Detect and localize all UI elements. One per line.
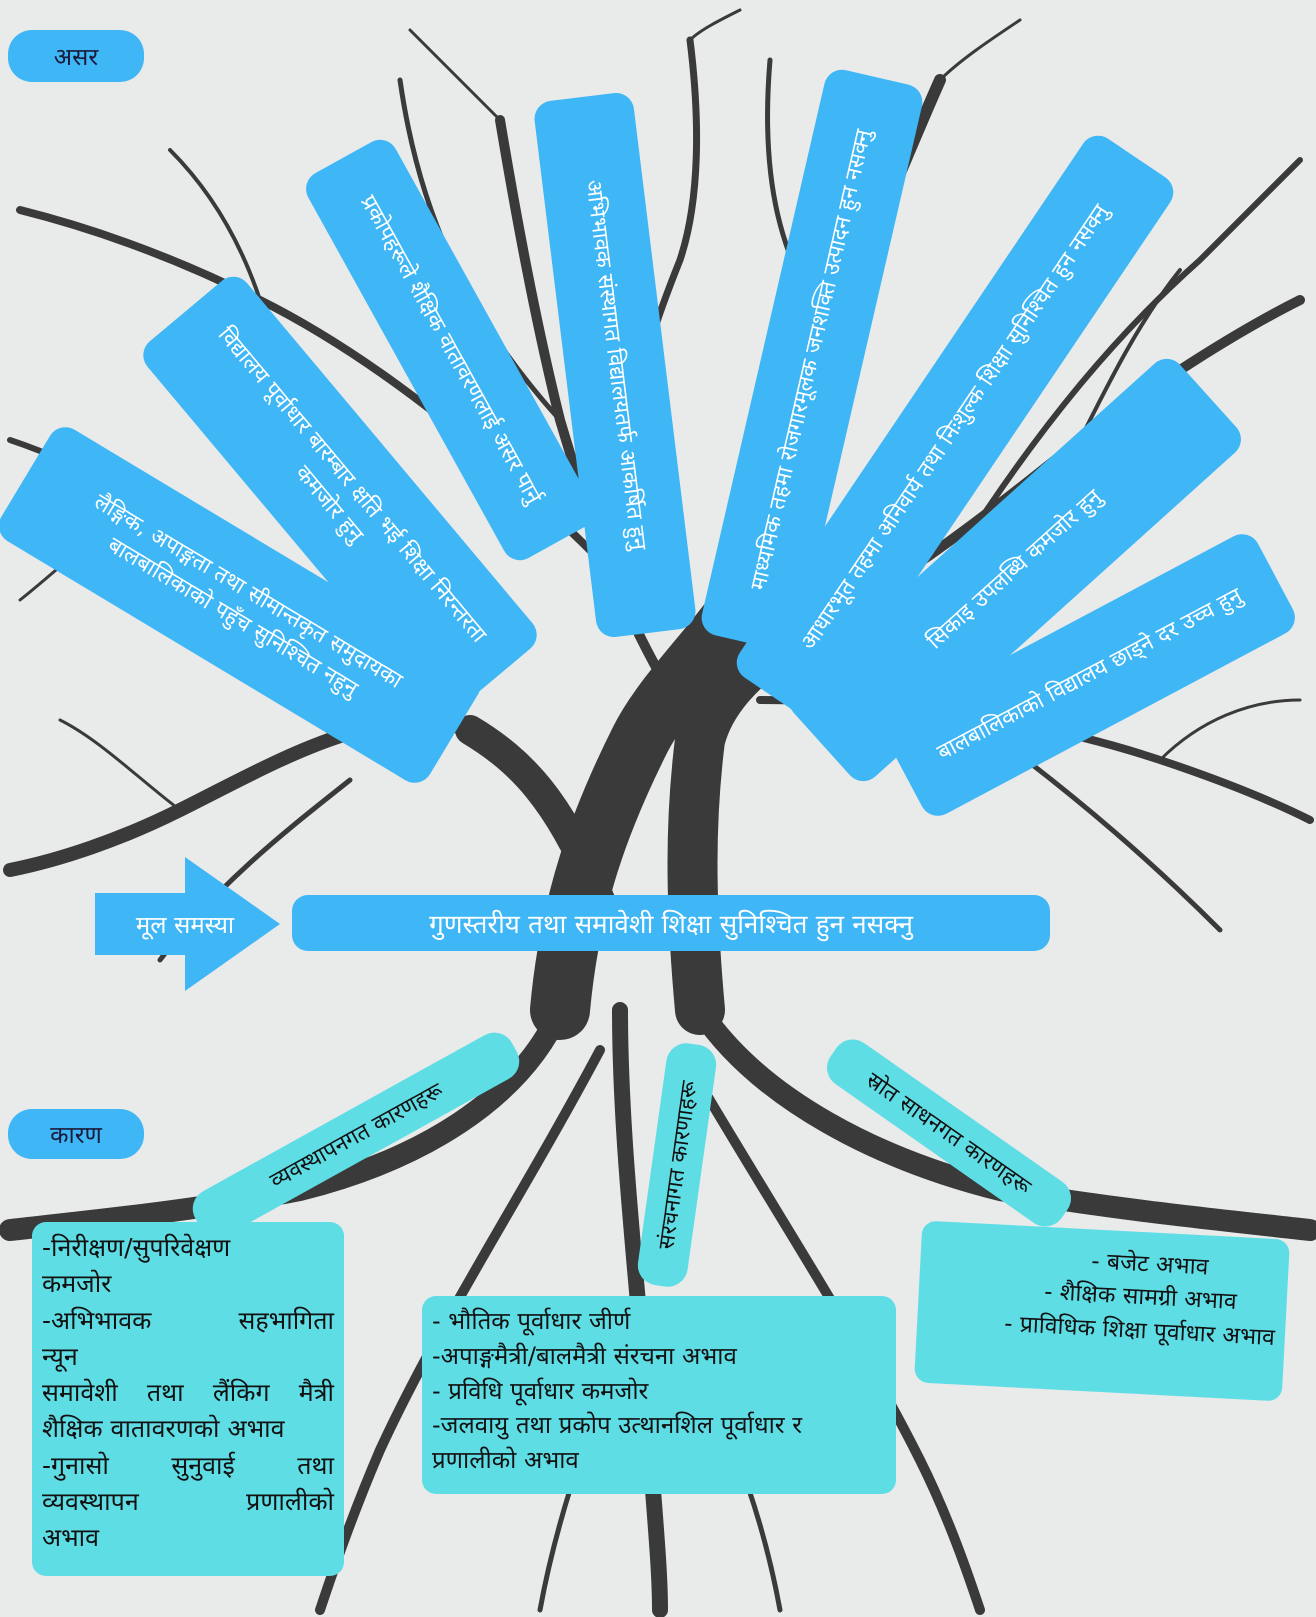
effects-tag: असर <box>8 30 144 82</box>
list-item: समावेशी तथा लैंकिग मैत्री <box>42 1378 334 1407</box>
list-item: - प्रविधि पूर्वाधार कमजोर <box>432 1376 649 1405</box>
list-item: -जलवायु तथा प्रकोप उत्थानशिल पूर्वाधार र <box>432 1411 803 1440</box>
core-problem-label: मूल समस्या <box>135 910 235 939</box>
cause-list-resources: - बजेट अभाव - शैक्षिक सामग्री अभाव - प्र… <box>914 1220 1290 1402</box>
list-item: शैक्षिक वातावरणको अभाव <box>42 1414 285 1444</box>
effect-text-4: अभिभावक संस्थागत विद्यालयतर्फ आकर्षित हु… <box>580 178 651 552</box>
cause-list-management: -निरीक्षण/सुपरिवेक्षण कमजोर -अभिभावक सहभ… <box>32 1222 344 1576</box>
list-item: -अपाङ्गमैत्री/बालमैत्री संरचना अभाव <box>432 1341 737 1370</box>
list-item: - भौतिक पूर्वाधार जीर्ण <box>432 1307 631 1335</box>
list-item: -गुनासो सुनुवाई तथा <box>42 1450 334 1480</box>
list-item: अभाव <box>42 1523 100 1552</box>
list-item: -अभिभावक सहभागिता <box>42 1305 334 1335</box>
list-item: -निरीक्षण/सुपरिवेक्षण <box>42 1233 231 1262</box>
arrow-right-icon <box>95 857 280 991</box>
causes-tag: कारण <box>8 1109 144 1159</box>
list-item: न्यून <box>42 1341 78 1371</box>
list-item: प्रणालीको अभाव <box>432 1446 579 1475</box>
core-problem-box: गुणस्तरीय तथा समावेशी शिक्षा सुनिश्चित ह… <box>292 895 1050 951</box>
cause-list-structural: - भौतिक पूर्वाधार जीर्ण -अपाङ्गमैत्री/बा… <box>422 1296 896 1494</box>
list-item: कमजोर <box>42 1269 112 1299</box>
list-item: व्यवस्थापन प्रणालीको <box>42 1486 334 1516</box>
